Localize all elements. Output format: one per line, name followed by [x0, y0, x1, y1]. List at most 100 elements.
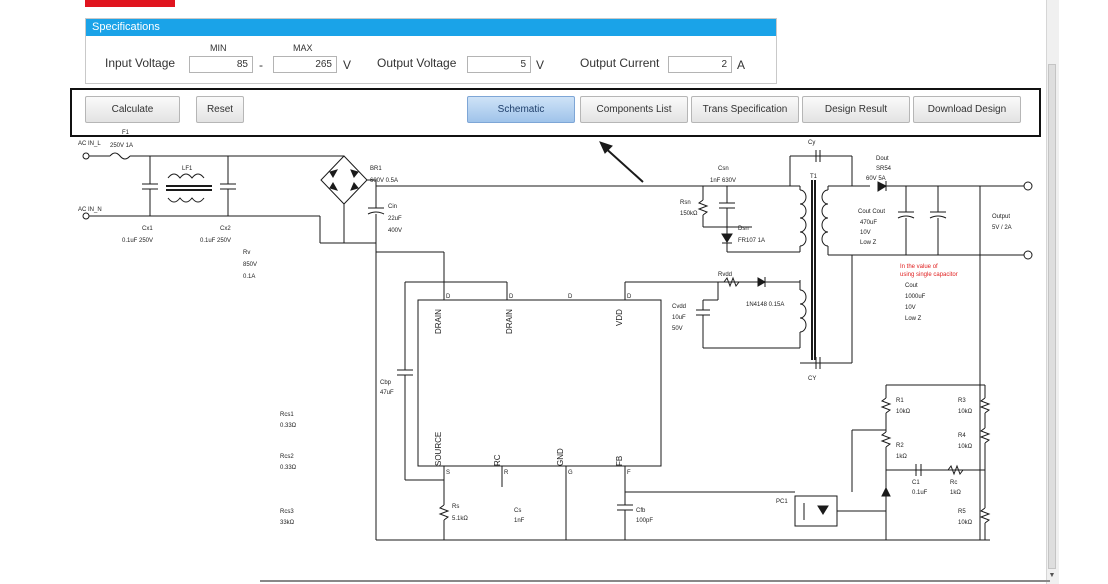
- pin-s: S: [446, 470, 450, 476]
- t1-label: T1: [810, 174, 818, 180]
- rcs2-value: 0.33Ω: [280, 465, 297, 471]
- input-voltage-max-field[interactable]: 265: [273, 56, 337, 73]
- cin-label: Cin: [388, 204, 397, 210]
- output-current-unit: A: [737, 58, 746, 72]
- design-result-button[interactable]: Design Result: [802, 96, 910, 123]
- rv-label: Rv: [243, 250, 250, 256]
- trans-specification-button[interactable]: Trans Specification: [691, 96, 799, 123]
- dout-value: 60V 5A: [866, 176, 886, 182]
- rcs3-label: Rcs3: [280, 509, 294, 515]
- download-design-button[interactable]: Download Design: [913, 96, 1021, 123]
- rsn-value: 150kΩ: [680, 211, 698, 217]
- red-note-2: using single capacitor: [900, 272, 958, 278]
- cout3-value-1: 1000uF: [905, 294, 926, 300]
- r1-label: R1: [896, 398, 904, 404]
- opto-label: PC1: [776, 499, 788, 505]
- rcs2-label: Rcs2: [280, 454, 294, 460]
- scroll-down-arrow-icon[interactable]: ▼: [1048, 572, 1056, 579]
- cfb-label: Cfb: [636, 508, 646, 514]
- output-label: Output: [992, 214, 1010, 220]
- r4-value: 10kΩ: [958, 444, 973, 450]
- cx1-value: 0.1uF 250V: [122, 238, 153, 244]
- cout-value-2: 10V: [860, 230, 871, 236]
- cvdd-value-2: 50V: [672, 326, 683, 332]
- cbp-label: Cbp: [380, 380, 392, 386]
- cs-value: 1nF: [514, 518, 525, 524]
- cs-label: Cs: [514, 508, 521, 514]
- cx1-label: Cx1: [142, 226, 153, 232]
- bottom-divider: [260, 580, 1050, 582]
- input-voltage-label: Input Voltage: [105, 56, 176, 70]
- ic-fb: FB: [615, 456, 624, 466]
- rc-label: Rc: [950, 480, 957, 486]
- pin-g: G: [568, 470, 573, 476]
- r1-value: 10kΩ: [896, 409, 911, 415]
- cout3-label: Cout: [905, 283, 918, 289]
- ac-neutral-label: AC IN_N: [78, 207, 102, 213]
- ic-source: SOURCE: [434, 432, 443, 466]
- dsn-value: FR107 1A: [738, 238, 765, 244]
- dout-label: Dout: [876, 156, 889, 162]
- ic-vdd: VDD: [615, 309, 624, 326]
- pin-r: R: [504, 470, 509, 476]
- cbp-value: 47uF: [380, 390, 394, 396]
- pin-d4: D: [627, 294, 632, 300]
- cx2-label: Cx2: [220, 226, 231, 232]
- components-list-button[interactable]: Components List: [580, 96, 688, 123]
- scrollbar-thumb[interactable]: [1048, 64, 1056, 569]
- schematic-button[interactable]: Schematic: [467, 96, 575, 123]
- output-voltage-unit: V: [536, 58, 545, 72]
- bridge-rating: 600V 0.5A: [370, 178, 398, 184]
- reset-button[interactable]: Reset: [196, 96, 244, 123]
- fuse-rating: 250V 1A: [110, 143, 133, 149]
- calculate-button[interactable]: Calculate: [85, 96, 180, 123]
- red-note-1: In the value of: [900, 264, 938, 270]
- dsn-label: Dsn: [738, 226, 749, 232]
- output-voltage-label: Output Voltage: [377, 56, 457, 70]
- max-column-label: MAX: [293, 43, 313, 53]
- r4-label: R4: [958, 433, 966, 439]
- output-current-field[interactable]: 2: [668, 56, 732, 73]
- input-voltage-min-field[interactable]: 85: [189, 56, 253, 73]
- output-voltage-field[interactable]: 5: [467, 56, 531, 73]
- rc-value: 1kΩ: [950, 490, 961, 496]
- rcs3-value: 33kΩ: [280, 520, 295, 526]
- dvdd-value: 1N4148 0.15A: [746, 302, 784, 308]
- output-current-label: Output Current: [580, 56, 660, 70]
- cy2-label: CY: [808, 376, 816, 382]
- ic-gnd: GND: [556, 448, 565, 466]
- lf1-label: LF1: [182, 166, 193, 172]
- cout-label: Cout Cout: [858, 209, 885, 215]
- rcs1-label: Rcs1: [280, 412, 294, 418]
- r2-value: 1kΩ: [896, 454, 907, 460]
- ic-rc: RC: [493, 454, 502, 466]
- cout-value-3: Low Z: [860, 240, 877, 246]
- cvdd-label: Cvdd: [672, 304, 686, 310]
- cfb-value: 100pF: [636, 518, 653, 524]
- cvdd-value-1: 10uF: [672, 315, 686, 321]
- output-value: 5V / 2A: [992, 225, 1012, 231]
- specifications-header: Specifications: [86, 19, 776, 36]
- pin-d2: D: [509, 294, 514, 300]
- ac-line-label: AC IN_L: [78, 141, 101, 147]
- brand-tab: [85, 0, 175, 7]
- range-dash: -: [259, 58, 263, 72]
- pin-d1: D: [446, 294, 451, 300]
- r3-value: 10kΩ: [958, 409, 973, 415]
- r5-label: R5: [958, 509, 966, 515]
- cy-label: Cy: [808, 140, 815, 146]
- cin-value-1: 22uF: [388, 216, 402, 222]
- r2-label: R2: [896, 443, 904, 449]
- specifications-panel: Specifications MIN MAX Input Voltage 85 …: [85, 18, 777, 84]
- cx2-value: 0.1uF 250V: [200, 238, 231, 244]
- c1-label: C1: [912, 480, 920, 486]
- cout3-value-3: Low Z: [905, 316, 922, 322]
- pin-f: F: [627, 470, 631, 476]
- action-toolbar: [70, 88, 1041, 137]
- rvdd-label: Rvdd: [718, 272, 732, 278]
- cin-value-2: 400V: [388, 228, 402, 234]
- dout-part: SR54: [876, 166, 892, 172]
- csn-label: Csn: [718, 166, 729, 172]
- r3-label: R3: [958, 398, 966, 404]
- input-voltage-unit: V: [343, 58, 352, 72]
